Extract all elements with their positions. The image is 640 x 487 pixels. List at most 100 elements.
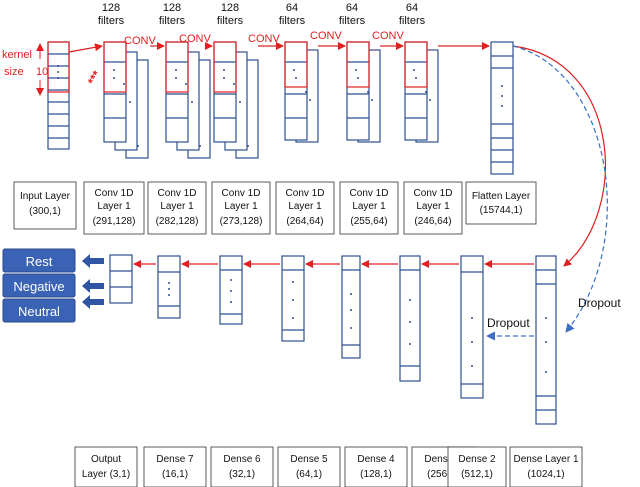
top-layer-boxes: Input Layer (300,1) Conv 1D Layer 1 (291…: [13, 181, 537, 235]
layer-box-line3: (273,128): [220, 216, 263, 227]
dense1-column: [535, 255, 557, 425]
filter-unit-3: filters: [217, 15, 244, 27]
conv-arrow-labels: CONV CONV CONV CONV CONV: [124, 30, 404, 47]
layer-box-line2: (256,1): [427, 469, 459, 480]
conv-label-5: CONV: [372, 30, 404, 42]
input-column: [47, 41, 70, 150]
filter-unit-4: filters: [279, 15, 306, 27]
layer-box-conv-5: Conv 1D Layer 1 (255,64): [339, 181, 399, 235]
top-columns: [47, 41, 514, 175]
layer-box-output: Output Layer (3,1): [74, 446, 138, 487]
output-class-label: Rest: [26, 254, 53, 269]
output-class-neutral: Neutral: [2, 295, 104, 323]
layer-box-flatten: Flatten Layer (15744,1): [465, 181, 537, 225]
layer-box-line1: Conv 1D: [286, 188, 325, 199]
layer-box-dense5: Dense 5 (64,1): [277, 446, 341, 487]
bottom-layer-boxes: Output Layer (3,1) Dense 7 (16,1) Dense …: [74, 446, 583, 487]
dense2-column: [460, 255, 484, 399]
layer-box-line1: Conv 1D: [95, 188, 134, 199]
layer-box-line2: Layer 1: [288, 201, 322, 212]
dropout-label-left: Dropout: [487, 316, 530, 330]
layer-box-conv-6: Conv 1D Layer 1 (246,64): [403, 181, 463, 235]
dense5-column: [281, 255, 305, 342]
flatten-column: [490, 41, 514, 175]
layer-box-line2: (300,1): [29, 206, 61, 217]
input-to-conv-arrow: [68, 43, 103, 53]
layer-box-line2: (16,1): [162, 469, 188, 480]
layer-box-line2: Layer 1: [160, 201, 194, 212]
arrow-left-icon: [82, 295, 104, 309]
layer-box-line1: Conv 1D: [414, 188, 453, 199]
dense4-column: [341, 255, 361, 359]
filter-count-4: 64: [286, 2, 298, 14]
layer-box-line1: Dense Layer 1: [513, 454, 578, 465]
layer-box-line1: Dense 7: [156, 454, 194, 465]
layer-box-line1: Input Layer: [20, 191, 71, 202]
filter-count-labels: 128 filters 128 filters 128 filters 64 f…: [98, 2, 426, 27]
flatten-dropout-arrow: [512, 45, 608, 333]
layer-box-line1: Dense 3: [424, 454, 462, 465]
size-word: size: [4, 66, 24, 78]
layer-box-line1: Flatten Layer: [472, 191, 531, 202]
layer-box-line2: Layer 1: [416, 201, 450, 212]
layer-box-line2: (512,1): [461, 469, 493, 480]
filter-unit-5: filters: [339, 15, 366, 27]
layer-box-dense1: Dense Layer 1 (1024,1): [509, 446, 583, 487]
bottom-column-dots: [168, 279, 547, 373]
layer-box-line2: (15744,1): [480, 205, 523, 216]
filter-count-6: 64: [406, 2, 418, 14]
layer-box-line3: (246,64): [414, 216, 451, 227]
conv-column-1: [103, 41, 149, 159]
layer-box-line2: (64,1): [296, 469, 322, 480]
layer-box-line2: Layer 1: [224, 201, 258, 212]
layer-box-line1: Conv 1D: [222, 188, 261, 199]
output-classes: Rest Negative Neutral: [2, 248, 104, 323]
kernel-stars: ***: [85, 68, 104, 87]
arrow-left-icon: [82, 254, 104, 268]
layer-box-dense6: Dense 6 (32,1): [210, 446, 274, 487]
layer-box-line3: (264,64): [286, 216, 323, 227]
conv-label-3: CONV: [248, 33, 280, 45]
output-class-rest: Rest: [2, 248, 104, 273]
conv-column-6: [404, 41, 439, 143]
layer-box-input: Input Layer (300,1): [13, 181, 77, 230]
kernel-size-annotation: kernel size 10 ***: [2, 43, 104, 96]
output-class-negative: Negative: [2, 273, 104, 298]
layer-box-line2: (1024,1): [527, 469, 564, 480]
kernel-size-value: 10: [36, 66, 48, 78]
filter-unit-6: filters: [399, 15, 426, 27]
filter-count-5: 64: [346, 2, 358, 14]
filter-unit-1: filters: [98, 15, 125, 27]
layer-box-line1: Output: [91, 454, 121, 465]
conv-arrows: [68, 42, 490, 53]
top-column-dots: [57, 65, 503, 147]
layer-box-line2: Layer (3,1): [82, 469, 130, 480]
layer-box-dense4: Dense 4 (128,1): [344, 446, 408, 487]
kernel-word: kernel: [2, 49, 32, 61]
layer-box-line2: Layer 1: [352, 201, 386, 212]
filter-count-2: 128: [163, 2, 181, 14]
conv-column-4: [284, 41, 319, 143]
layer-box-line2: (128,1): [360, 469, 392, 480]
layer-box-line3: (255,64): [350, 216, 387, 227]
layer-box-line1: Dense 4: [357, 454, 395, 465]
conv-column-2: [165, 41, 211, 159]
layer-box-dense7: Dense 7 (16,1): [143, 446, 207, 487]
conv-column-5: [346, 41, 381, 143]
layer-box-line1: Dense 5: [290, 454, 328, 465]
arrow-left-icon: [82, 279, 104, 293]
conv-label-2: CONV: [179, 33, 211, 45]
bottom-columns: [109, 254, 557, 425]
layer-box-line1: Conv 1D: [158, 188, 197, 199]
output-class-label: Negative: [13, 279, 64, 294]
output-column: [109, 254, 133, 304]
conv-label-4: CONV: [310, 30, 342, 42]
filter-count-1: 128: [102, 2, 120, 14]
layer-box-line2: Layer 1: [97, 201, 131, 212]
dense3-column: [399, 255, 421, 382]
dropout-label-right: Dropout: [578, 296, 621, 310]
filter-unit-2: filters: [159, 15, 186, 27]
output-class-label: Neutral: [18, 304, 60, 319]
layer-box-conv-2: Conv 1D Layer 1 (282,128): [147, 181, 207, 235]
